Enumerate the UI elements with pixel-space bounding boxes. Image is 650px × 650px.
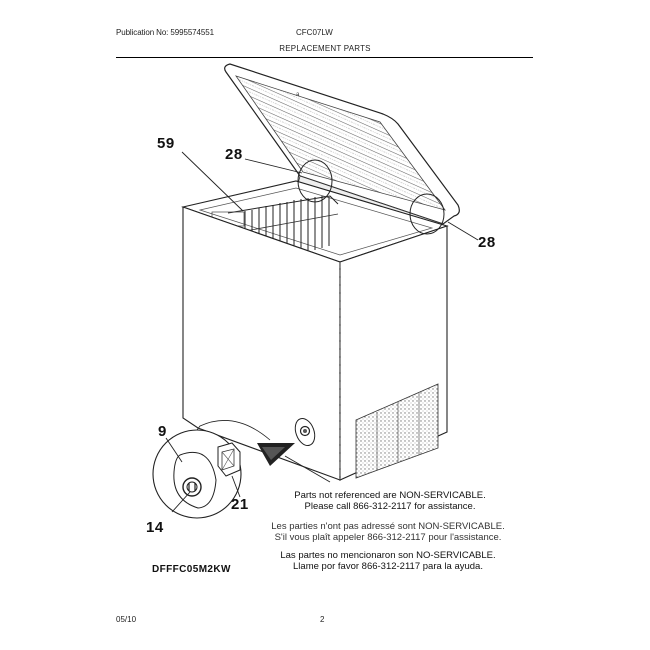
notice-french: Les parties n'ont pas adressé sont NON-S…: [248, 521, 528, 543]
notice-spanish-line1: Las partes no mencionaron son NO-SERVICA…: [280, 550, 496, 561]
hinge-details: [297, 159, 445, 235]
leader-lines: [165, 151, 479, 513]
notice-english-line1: Parts not referenced are NON-SERVICABLE.: [294, 490, 486, 501]
publication-number: Publication No: 5995574551: [116, 28, 214, 37]
notice-english: Parts not referenced are NON-SERVICABLE.…: [260, 490, 520, 512]
callout-59: 59: [157, 135, 175, 152]
cabinet-body: [182, 206, 448, 481]
model-number: CFC07LW: [296, 28, 333, 37]
footer-date: 05/10: [116, 615, 137, 624]
svg-text:a: a: [296, 92, 300, 98]
callout-14: 14: [146, 519, 164, 536]
callout-21: 21: [231, 496, 249, 513]
page-number: 2: [320, 615, 325, 624]
header-divider: [116, 57, 533, 58]
notice-spanish-line2: Llame por favor 866-312-2117 para la ayu…: [293, 561, 483, 572]
callout-28-right-hinge: 28: [478, 234, 496, 251]
notice-spanish: Las partes no mencionaron son NO-SERVICA…: [248, 550, 528, 572]
notice-english-line2: Please call 866-312-2117 for assistance.: [304, 501, 476, 512]
model-code: DFFFC05M2KW: [152, 564, 231, 575]
callout-9: 9: [158, 423, 167, 440]
callout-28-left-hinge: 28: [225, 146, 243, 163]
page-title: REPLACEMENT PARTS: [279, 44, 371, 53]
notice-french-line1: Les parties n'ont pas adressé sont NON-S…: [271, 521, 505, 532]
notice-french-line2: S'il vous plaît appeler 866-312-2117 pou…: [274, 532, 502, 543]
